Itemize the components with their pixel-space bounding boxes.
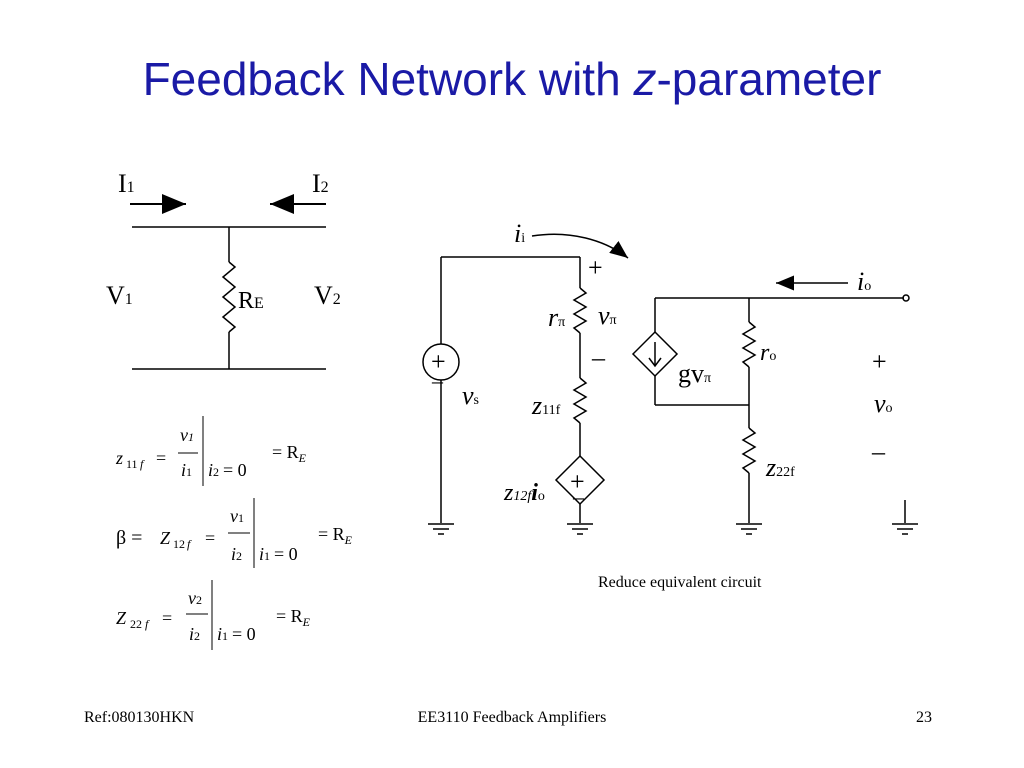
svg-text:= RE: = RE: [276, 606, 311, 629]
z22f-resistor: [741, 427, 757, 474]
re-resistor: [221, 261, 237, 333]
footer-page-number: 23: [916, 709, 932, 726]
z11f-resistor: [572, 377, 588, 424]
svg-text:Z: Z: [160, 528, 171, 548]
svg-text:i2: i2: [231, 544, 242, 564]
i2-label: I2: [312, 169, 329, 198]
io-label: io: [857, 267, 871, 296]
slide-title: Feedback Network with z-parameter: [0, 52, 1024, 106]
z22f-label: z22f: [765, 453, 795, 482]
svg-text:=: =: [162, 608, 172, 628]
gm-label: gvπ: [678, 359, 711, 388]
minus-mid: –: [591, 343, 606, 372]
svg-text:11: 11: [126, 457, 138, 471]
svg-text:= RE: = RE: [272, 442, 307, 465]
plus-top: +: [588, 253, 603, 282]
equation-z11f: z 11 f = v1 i1 i2= 0 = RE: [115, 416, 307, 486]
vo-plus: +: [872, 347, 887, 376]
svg-text:= RE: = RE: [318, 524, 353, 547]
vo-label: vo: [874, 389, 893, 418]
footer-course: EE3110 Feedback Amplifiers: [417, 709, 607, 726]
re-label: RE: [238, 288, 264, 314]
v2-label: V2: [314, 281, 341, 310]
r-pi-label: rπ: [548, 303, 565, 332]
svg-text:12: 12: [173, 537, 185, 551]
ii-label: ii: [514, 219, 525, 248]
output-terminal: [902, 294, 910, 302]
v-pi-label: vπ: [598, 301, 617, 330]
svg-text:22: 22: [130, 617, 142, 631]
z11f-label: z11f: [531, 391, 561, 420]
eq1-denominator: i1: [181, 460, 192, 480]
equivalent-circuit: [422, 233, 918, 535]
dep-minus: –: [572, 484, 585, 509]
svg-text:v2: v2: [188, 588, 202, 608]
vs-minus: –: [431, 368, 444, 393]
title-main: Feedback Network with: [142, 53, 634, 105]
svg-text:f: f: [140, 457, 145, 471]
vo-minus: –: [871, 437, 886, 466]
equation-z22f: Z 22 f = v2 i2 i1= 0 = RE: [116, 580, 311, 650]
svg-text:i2= 0: i2= 0: [208, 460, 247, 480]
svg-text:v1: v1: [230, 506, 244, 526]
vs-label: vs: [462, 381, 479, 410]
svg-text:i1= 0: i1= 0: [217, 624, 256, 644]
svg-text:=: =: [156, 448, 166, 468]
ro-label: ro: [760, 340, 776, 366]
svg-text:=: =: [205, 528, 215, 548]
svg-text:z: z: [115, 448, 123, 468]
svg-text:f: f: [187, 537, 192, 551]
svg-text:i1= 0: i1= 0: [259, 544, 298, 564]
eq1-numerator: v1: [180, 425, 194, 445]
ii-arrow: [531, 233, 629, 259]
v1-label: V1: [106, 281, 133, 310]
two-port-network: I1 I2 V1 V2 RE: [106, 169, 341, 370]
title-suffix: -parameter: [656, 53, 882, 105]
svg-text:f: f: [145, 617, 150, 631]
title-italic: z: [633, 53, 657, 105]
i1-label: I1: [118, 169, 135, 198]
circuit-labels: ii + rπ vπ – + – vs z11f z12fio + – io g…: [431, 219, 893, 591]
svg-text:Z: Z: [116, 608, 127, 628]
circuit-caption: Reduce equivalent circuit: [598, 574, 762, 591]
svg-text:i2: i2: [189, 624, 200, 644]
equation-z12f: β = Z 12 f = v1 i2 i1= 0 = RE: [116, 498, 353, 568]
svg-text:β =: β =: [116, 527, 142, 549]
vs-plus: +: [431, 347, 446, 376]
footer-ref: Ref:080130HKN: [84, 709, 195, 726]
r-pi-resistor: [572, 287, 588, 334]
ro-resistor: [741, 321, 757, 368]
dep-plus: +: [570, 467, 585, 496]
z12f-label: z12fio: [503, 480, 545, 506]
